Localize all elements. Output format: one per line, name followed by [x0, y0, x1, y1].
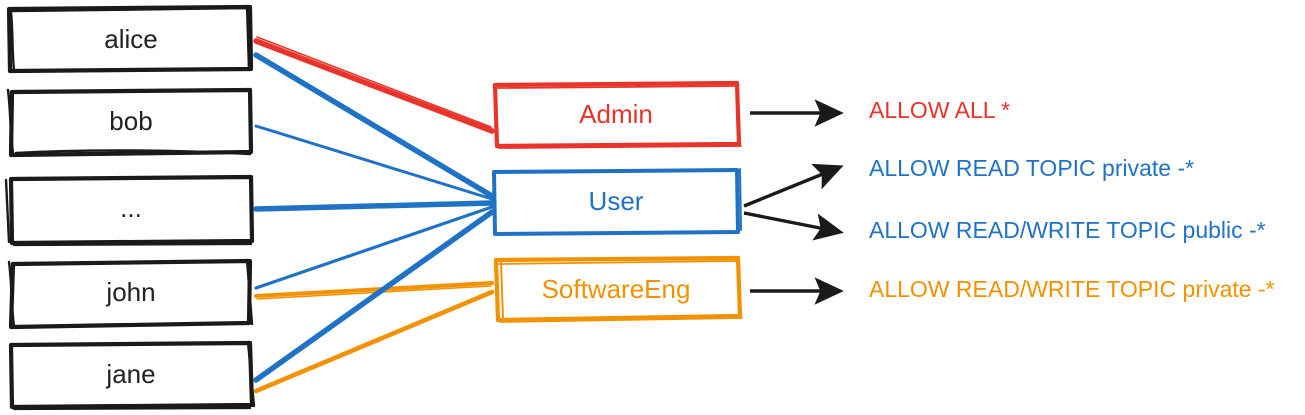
link-alice-user [253, 52, 495, 199]
user-box-more-sketch-bottom [12, 242, 253, 247]
link-alice-admin-sketch [256, 36, 492, 128]
link-bob-user [254, 124, 494, 201]
user-box-more-sketch-left [4, 178, 11, 244]
user-box-john-label: john [105, 277, 155, 307]
role-box-user[interactable]: User [492, 168, 742, 236]
role-box-admin-sketch-top [497, 85, 737, 89]
role-box-softwareeng-sketch-left [500, 261, 504, 319]
link-john-softwareeng [254, 281, 494, 298]
user-box-jane-label: jane [105, 359, 155, 389]
user-box-jane-sketch-bottom [12, 406, 252, 411]
role-box-softwareeng-sketch-bottom [499, 317, 743, 323]
permission-text-read-topic-private: ALLOW READ TOPIC private -* [869, 155, 1194, 181]
user-box-alice-sketch-top [10, 6, 250, 13]
user-box-more-label: ... [120, 193, 142, 223]
role-box-softwareeng-outline [493, 255, 743, 323]
user-box-john-sketch-left [7, 260, 16, 328]
user-box-jane[interactable]: jane [8, 340, 256, 411]
role-permission-arrows [743, 99, 844, 305]
role-box-user-label: User [589, 186, 644, 216]
arrow-user-to-p3 [743, 211, 844, 241]
user-box-bob-sketch-left [6, 88, 15, 156]
permission-text-readwrite-topic-private: ALLOW READ/WRITE TOPIC private -* [869, 276, 1275, 302]
role-box-admin-outline [492, 80, 742, 149]
user-box-bob-label: bob [109, 106, 152, 136]
link-john-softwareeng-sketch [256, 285, 492, 300]
user-box-bob-sketch-bottom [14, 149, 252, 156]
permission-text-allow-all: ALLOW ALL * [869, 97, 1010, 123]
link-john-user [254, 205, 494, 290]
user-box-john-sketch-right [245, 258, 254, 326]
user-box-alice-label: alice [104, 24, 157, 54]
arrow-user-to-p2 [743, 163, 844, 208]
user-box-alice-sketch-right [245, 4, 251, 72]
role-box-admin[interactable]: Admin [492, 80, 742, 149]
role-box-softwareeng-label: SoftwareEng [542, 274, 691, 304]
user-role-links [253, 36, 495, 394]
user-box-jane-sketch-right [246, 340, 256, 408]
role-box-user-outline [492, 168, 740, 236]
user-box-alice-outline [6, 4, 254, 74]
role-box-admin-label: Admin [579, 99, 653, 129]
role-box-softwareeng[interactable]: SoftwareEng [493, 255, 743, 323]
link-more-user [253, 200, 495, 212]
link-alice-admin [253, 38, 495, 134]
link-jane-softwareeng [253, 289, 495, 394]
role-box-user-sketch-right [739, 168, 742, 231]
permission-text-readwrite-topic-public: ALLOW READ/WRITE TOPIC public -* [869, 217, 1266, 243]
user-box-alice[interactable]: alice [6, 4, 254, 74]
role-box-admin-sketch-bottom [498, 145, 742, 149]
role-box-softwareeng-sketch-top [498, 260, 738, 265]
user-box-john[interactable]: john [7, 258, 254, 330]
user-box-more-outline [8, 174, 255, 246]
link-jane-user [253, 209, 495, 383]
user-box-more[interactable]: ... [4, 174, 255, 247]
user-box-alice-sketch-left [9, 10, 16, 72]
user-box-bob[interactable]: bob [6, 87, 254, 158]
user-box-jane-outline [8, 340, 255, 410]
